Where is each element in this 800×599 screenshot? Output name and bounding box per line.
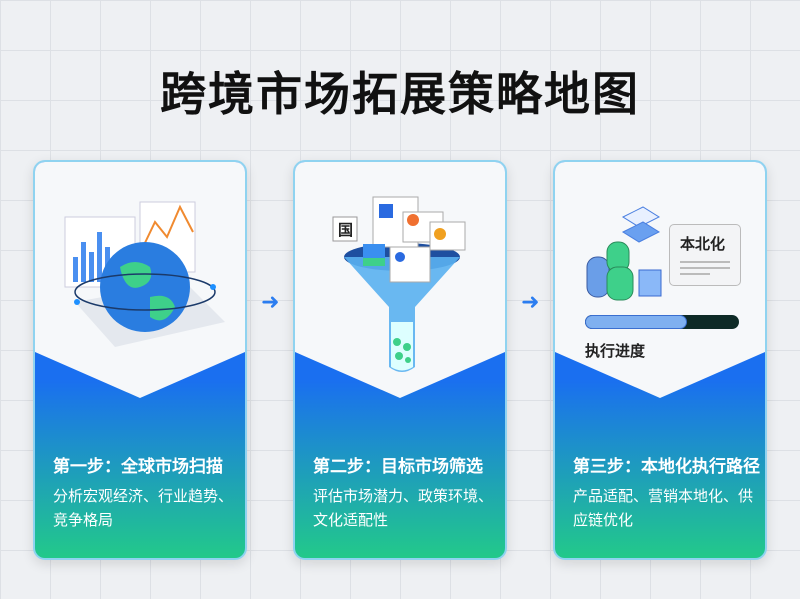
flag-label: 国 — [338, 221, 353, 239]
page-title: 跨境市场拓展策略地图 — [160, 67, 640, 121]
arrow-right-icon: ➜ — [521, 290, 540, 315]
step-card-1: 第一步：全球市场扫描 分析宏观经济、行业趋势、竞争格局 — [33, 160, 247, 560]
step-card-3: 本北化 执行进度 第三步：本地化执行路径 产品适配、营销本地化、供应链优化 — [553, 160, 767, 560]
funnel-illustration: 国 — [332, 196, 466, 372]
step-card-2: 国 第二步：目标市场筛选 评估市场潜力、政策环境、文化适配性 — [293, 160, 507, 560]
progress-fill — [585, 315, 687, 329]
step-1-description: 分析宏观经济、行业趋势、竞争格局 — [53, 487, 234, 529]
step-2-heading: 第二步：目标市场筛选 — [313, 457, 483, 477]
globe-illustration — [64, 201, 225, 347]
step-3-heading: 第三步：本地化执行路径 — [573, 457, 760, 477]
globe-icon — [100, 242, 190, 332]
localization-label: 本北化 — [680, 235, 726, 253]
progress-bar — [585, 315, 739, 329]
blocks-illustration — [586, 206, 662, 301]
arrow-right-icon: ➜ — [261, 290, 280, 315]
funnel-icon — [344, 257, 460, 372]
step-3-description: 产品适配、营销本地化、供应链优化 — [573, 487, 754, 529]
step-1-heading: 第一步：全球市场扫描 — [53, 457, 223, 477]
step-2-description: 评估市场潜力、政策环境、文化适配性 — [313, 487, 494, 529]
localization-card: 本北化 — [669, 224, 741, 286]
progress-label: 执行进度 — [585, 342, 646, 360]
